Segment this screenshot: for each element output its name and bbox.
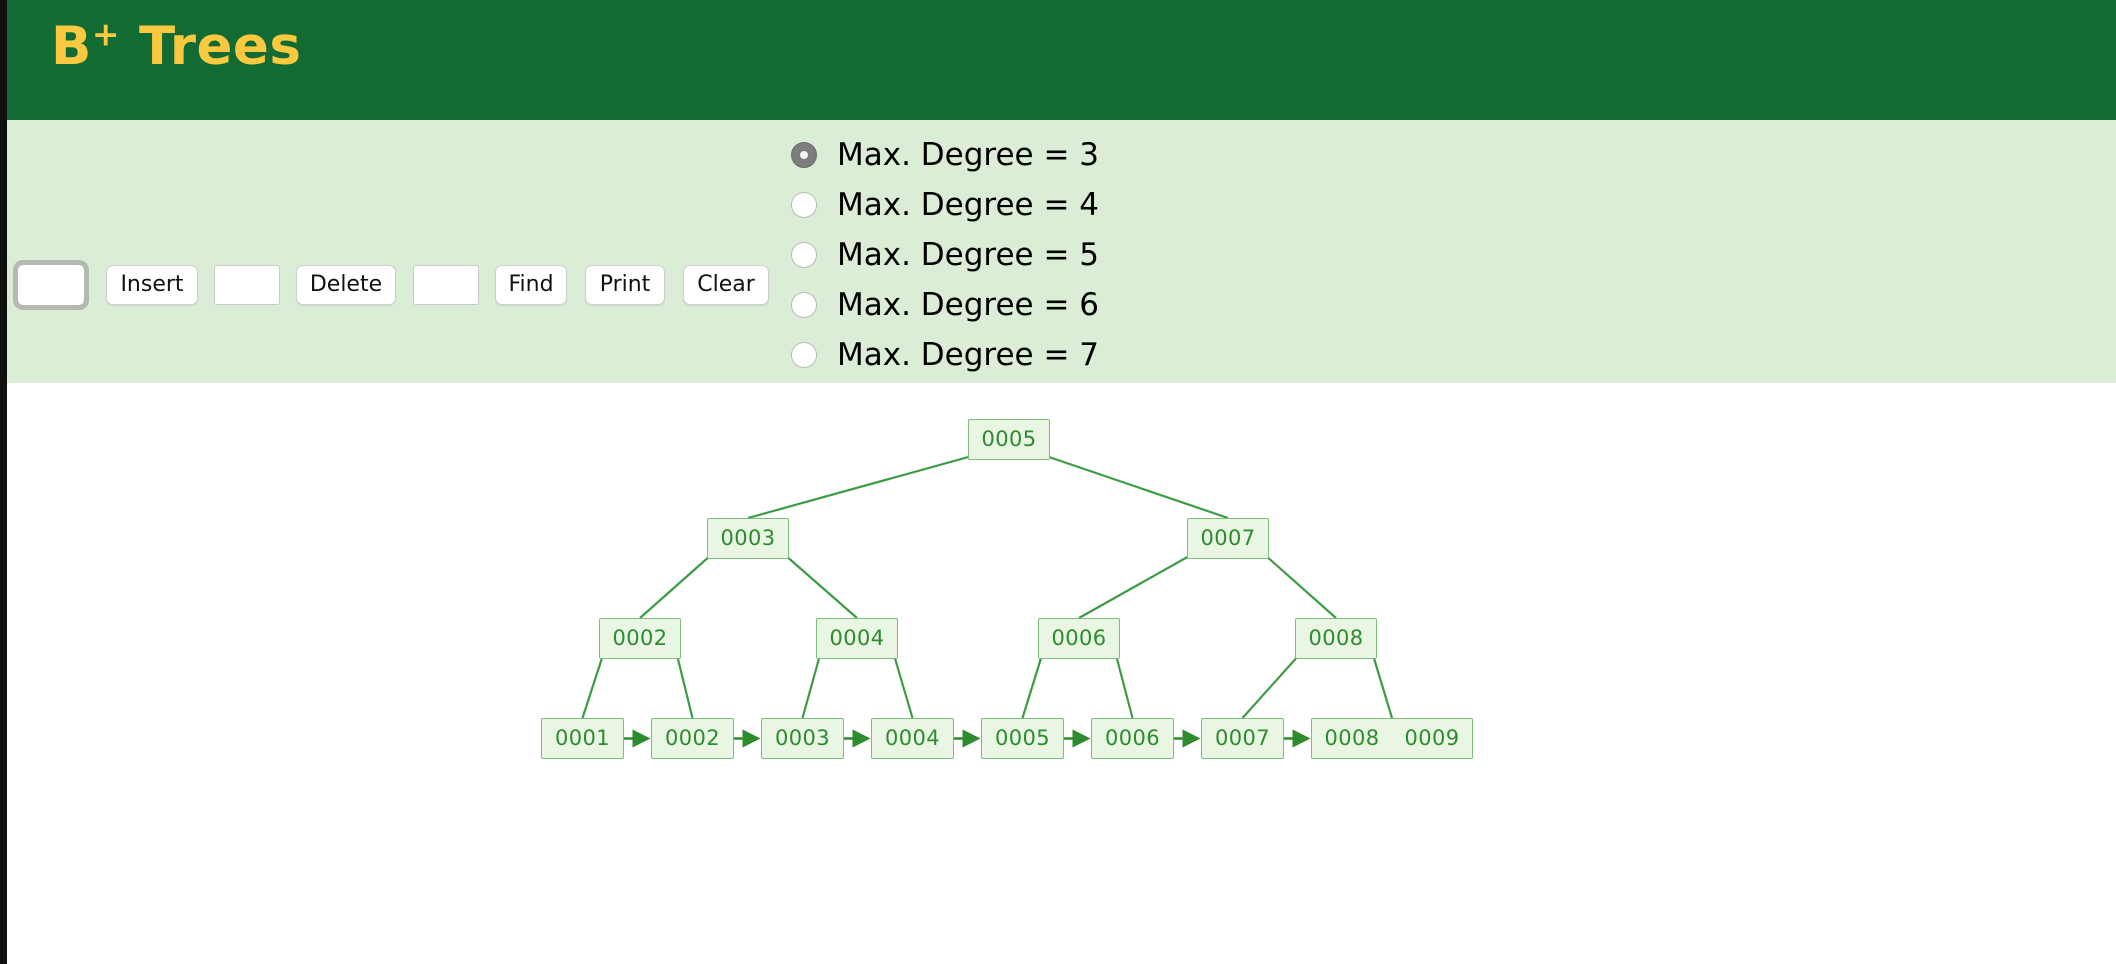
tree-node-n-0002[interactable]: 0002 — [599, 618, 681, 659]
delete-button[interactable]: Delete — [296, 265, 396, 305]
tree-node-key: 0005 — [994, 726, 1051, 750]
tree-edges — [581, 454, 1394, 748]
degree-option-6-label: Max. Degree = 6 — [837, 286, 1100, 323]
controls-toolbar: Insert Delete Find Print Clear Max. Degr… — [7, 120, 2116, 383]
tree-node-key: 0008 — [1324, 726, 1380, 750]
tree-node-key: 0002 — [612, 626, 668, 650]
clear-button[interactable]: Clear — [683, 265, 769, 305]
degree-option-3-label: Max. Degree = 3 — [837, 136, 1100, 173]
page-title: B+ Trees — [51, 17, 301, 73]
tree-visualization-canvas[interactable]: 0005 0003 0007 0002 0004 0006 0008 0001 0002 0003… — [7, 383, 2116, 957]
tree-edge — [1264, 554, 1337, 619]
degree-option-4-label: Max. Degree = 4 — [837, 186, 1100, 223]
tree-edge — [801, 654, 822, 719]
tree-node-n-0006[interactable]: 0006 — [1038, 618, 1120, 659]
degree-option-3[interactable]: Max. Degree = 3 — [791, 130, 1099, 180]
page-title-superscript: + — [91, 14, 121, 54]
degree-option-6[interactable]: Max. Degree = 6 — [791, 280, 1099, 330]
radio-icon-degree-3[interactable] — [791, 142, 817, 168]
tree-edge — [1021, 654, 1044, 719]
tree-edge — [1078, 554, 1192, 619]
tree-node-leaf-0003[interactable]: 0003 — [761, 718, 844, 759]
radio-icon-degree-7[interactable] — [791, 342, 817, 368]
tree-node-key: 0007 — [1214, 726, 1271, 750]
page-title-base: B — [51, 16, 92, 77]
insert-value-input[interactable] — [13, 260, 89, 310]
tree-node-key: 0006 — [1104, 726, 1161, 750]
tree-node-n-0008[interactable]: 0008 — [1295, 618, 1377, 659]
degree-option-5-label: Max. Degree = 5 — [837, 236, 1100, 273]
radio-icon-degree-4[interactable] — [791, 192, 817, 218]
tree-node-key: 0004 — [884, 726, 941, 750]
tree-node-key: 0008 — [1308, 626, 1364, 650]
tree-edge — [1241, 654, 1300, 719]
tree-node-key: 0002 — [664, 726, 721, 750]
tree-edge — [892, 654, 914, 719]
tree-node-leaf-0008-0009[interactable]: 0008 0009 — [1311, 718, 1473, 759]
find-value-input[interactable] — [413, 265, 479, 305]
insert-button[interactable]: Insert — [106, 265, 198, 305]
degree-option-4[interactable]: Max. Degree = 4 — [791, 180, 1099, 230]
tree-node-key: 0007 — [1200, 526, 1256, 550]
page-title-rest: Trees — [120, 16, 302, 77]
find-button[interactable]: Find — [495, 265, 567, 305]
tree-edge — [675, 654, 694, 719]
tree-edge — [1114, 654, 1134, 719]
tree-node-key: 0004 — [829, 626, 885, 650]
tree-node-root[interactable]: 0005 — [968, 419, 1050, 460]
page-header: B+ Trees — [7, 0, 2116, 120]
tree-node-leaf-0007[interactable]: 0007 — [1201, 718, 1284, 759]
radio-icon-degree-5[interactable] — [791, 242, 817, 268]
tree-node-leaf-0002[interactable]: 0002 — [651, 718, 734, 759]
tree-node-key: 0009 — [1404, 726, 1460, 750]
degree-option-7-label: Max. Degree = 7 — [837, 336, 1100, 373]
radio-icon-degree-6[interactable] — [791, 292, 817, 318]
tree-node-leaf-0004[interactable]: 0004 — [871, 718, 954, 759]
tree-node-leaf-0005[interactable]: 0005 — [981, 718, 1064, 759]
tree-edge — [1045, 454, 1229, 520]
tree-edge — [784, 554, 858, 619]
tree-edge — [639, 554, 712, 619]
tree-node-key: 0001 — [554, 726, 611, 750]
tree-node-n-0003[interactable]: 0003 — [707, 518, 789, 559]
tree-edge — [581, 654, 605, 719]
tree-node-key: 0005 — [981, 427, 1037, 451]
tree-node-key: 0003 — [720, 526, 776, 550]
tree-node-key: 0003 — [774, 726, 831, 750]
tree-node-leaf-0001[interactable]: 0001 — [541, 718, 624, 759]
tree-node-key: 0006 — [1051, 626, 1107, 650]
tree-node-n-0007[interactable]: 0007 — [1187, 518, 1269, 559]
delete-value-input[interactable] — [214, 265, 280, 305]
tree-edge — [1371, 654, 1394, 719]
degree-option-5[interactable]: Max. Degree = 5 — [791, 230, 1099, 280]
tree-edge — [747, 454, 973, 520]
tree-node-n-0004[interactable]: 0004 — [816, 618, 898, 659]
tree-node-leaf-0006[interactable]: 0006 — [1091, 718, 1174, 759]
degree-option-7[interactable]: Max. Degree = 7 — [791, 330, 1099, 380]
print-button[interactable]: Print — [585, 265, 665, 305]
